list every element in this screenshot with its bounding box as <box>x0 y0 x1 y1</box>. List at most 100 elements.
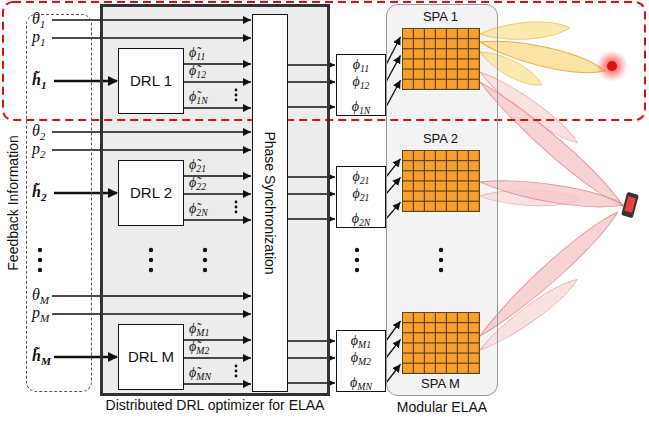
box-label: DRL M <box>128 348 174 365</box>
panel-ground <box>386 4 498 396</box>
drl-box: DRL 1 <box>118 48 184 114</box>
symbol: θ <box>32 286 40 303</box>
feedback-symbol: pM <box>32 305 49 321</box>
signal-arrow <box>386 55 401 82</box>
subscript: 21 <box>360 175 370 186</box>
subarray-box: SPA 1 <box>402 10 480 90</box>
subscript: 11 <box>360 63 369 74</box>
phase-output-box: ϕM1ϕM2ϕMN <box>336 330 386 392</box>
symbol: θ <box>32 122 40 139</box>
subscript: 2 <box>40 130 46 142</box>
feedback-symbol: θ2 <box>32 123 45 139</box>
elaa-box: SPA 1SPA 2SPA MModular ELAA <box>386 4 498 396</box>
subscript: M <box>40 294 49 306</box>
symbol: ϕ <box>350 375 357 390</box>
panel-heading: Feedback Information <box>5 135 21 270</box>
phase-value: ϕMN <box>337 376 385 390</box>
signal-arrow <box>184 383 251 384</box>
phase-estimate: ϕ̃MN <box>189 365 211 381</box>
symbol: p <box>32 304 40 321</box>
subscript: 2N <box>359 217 370 228</box>
symbol: p <box>32 28 40 45</box>
sync-box: Phase Synchronization <box>252 14 288 392</box>
signal-arrow <box>184 357 251 358</box>
symbol: ϕ̃ <box>189 89 196 104</box>
phase-value: ϕ21 <box>337 170 385 184</box>
signal-arrow <box>184 81 251 82</box>
panel-heading: Distributed DRL optimizer for ELAA <box>106 397 325 413</box>
symbol: ϕ <box>352 169 359 184</box>
symbol: ϕ <box>351 333 358 348</box>
antenna-grid <box>402 312 480 374</box>
phase-estimate: ϕ̃1N <box>189 89 208 105</box>
subscript: 12 <box>360 80 370 91</box>
subscript: MN <box>196 371 211 382</box>
subscript: 1 <box>40 18 46 30</box>
box-label: SPA 1 <box>423 10 458 25</box>
antenna-grid <box>402 150 480 212</box>
feedback-symbol: h̃M <box>32 348 51 364</box>
subscript: M1 <box>358 339 371 350</box>
box-label: Phase Synchronization <box>262 131 278 274</box>
optimizer-box: DRL 1DRL 2DRL MPhase SynchronizationDist… <box>100 4 330 396</box>
symbol: ϕ̃ <box>189 63 196 78</box>
feedback-symbol: p2 <box>32 141 46 157</box>
subscript: M1 <box>196 327 209 338</box>
signal-arrow <box>386 339 401 358</box>
signal-arrow <box>184 219 251 220</box>
panel-ground <box>100 4 330 396</box>
phase-estimate: ϕ̃12 <box>189 63 206 79</box>
subscript: 1N <box>196 95 207 106</box>
phase-estimate: ϕ̃11 <box>189 45 205 61</box>
drl-box: DRL 2 <box>118 160 184 226</box>
phase-value: ϕ11 <box>337 58 385 72</box>
phase-estimate: ϕ̃M1 <box>189 321 209 337</box>
antenna-grid <box>402 28 480 90</box>
channel-wires <box>54 81 117 357</box>
subarray-box: SPA 2 <box>402 132 480 212</box>
symbol: ϕ̃ <box>189 365 196 380</box>
phase-estimate: ϕ̃M2 <box>189 339 209 355</box>
symbol: h̃ <box>32 71 41 88</box>
phase-estimate: ϕ̃22 <box>189 175 206 191</box>
subscript: 2N <box>196 207 207 218</box>
input-wires <box>52 20 251 314</box>
subscript: 21 <box>196 163 206 174</box>
subscript: M2 <box>358 356 371 367</box>
subscript: M <box>40 312 49 324</box>
phase-estimate: ϕ̃2N <box>189 201 208 217</box>
subscript: 1 <box>41 79 47 91</box>
feedback-symbol: h̃1 <box>32 72 47 88</box>
feedback-symbol: p1 <box>32 29 46 45</box>
subscript: 21 <box>360 192 370 203</box>
phase-value: ϕ21 <box>337 187 385 201</box>
subscript: MN <box>357 381 372 392</box>
phase-output-box: ϕ11ϕ12ϕ1N <box>336 54 386 116</box>
symbol: ϕ̃ <box>189 157 196 172</box>
phase-output-box: ϕ21ϕ21ϕ2N <box>336 166 386 228</box>
subscript: 1 <box>40 36 46 48</box>
symbol: ϕ <box>351 350 358 365</box>
symbol: h̃ <box>32 183 41 200</box>
signal-arrow <box>386 321 401 341</box>
phase-value: ϕM2 <box>337 351 385 365</box>
symbol: ϕ̃ <box>189 201 196 216</box>
symbol: ϕ <box>352 211 359 226</box>
phase-value: ϕM1 <box>337 334 385 348</box>
phase-value: ϕ12 <box>337 75 385 89</box>
phase-value: ϕ1N <box>337 100 385 114</box>
symbol: ϕ̃ <box>189 339 196 354</box>
subscript: 2 <box>41 191 47 203</box>
box-label: DRL 1 <box>130 72 172 89</box>
subscript: 11 <box>196 51 205 62</box>
signal-arrow <box>386 177 401 194</box>
feedback-box: Feedback Information <box>26 14 92 392</box>
symbol: ϕ <box>353 57 360 72</box>
subscript: 22 <box>196 181 206 192</box>
symbol: ϕ̃ <box>189 321 196 336</box>
phase-estimate: ϕ̃21 <box>189 157 206 173</box>
signal-arrow <box>386 202 401 219</box>
symbol: h̃ <box>32 347 41 364</box>
feedback-symbol: θ1 <box>32 11 45 27</box>
